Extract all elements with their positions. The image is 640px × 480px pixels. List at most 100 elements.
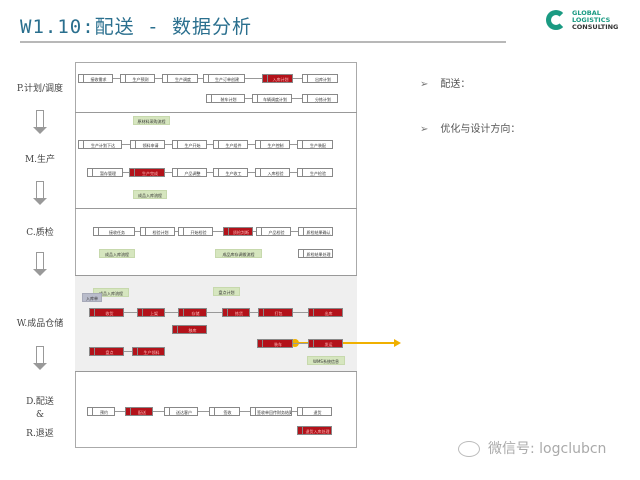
process-step-manufacturing[interactable]: 产品调整 (172, 167, 207, 177)
process-step-manufacturing[interactable]: 生产控制 (255, 139, 290, 149)
flow-connector (165, 312, 178, 313)
process-step-warehouse[interactable]: 存储 (178, 307, 207, 317)
process-step-quality[interactable]: 质检结果确认 (298, 226, 333, 236)
process-step-quality[interactable]: 开始检验 (178, 226, 213, 236)
process-step-manufacturing[interactable]: 生产收工 (213, 167, 248, 177)
process-step-delivery[interactable]: 送达客户 (164, 406, 198, 416)
flow-connector (293, 343, 308, 344)
flow-connector (253, 231, 256, 232)
process-step-manufacturing[interactable]: 领料申请 (130, 139, 165, 149)
process-step-delivery[interactable]: 退货入库处理 (297, 425, 332, 435)
flow-connector (213, 231, 223, 232)
down-arrow-icon (33, 110, 47, 134)
flow-connector (124, 312, 137, 313)
process-step-manufacturing[interactable]: 生产完成 (129, 167, 165, 177)
process-step-planning[interactable]: 接收需求 (78, 73, 113, 83)
process-step-planning[interactable]: 生产调度 (162, 73, 198, 83)
down-arrow-icon (33, 181, 47, 205)
process-step-warehouse[interactable]: 发运 (308, 338, 343, 348)
section-divider (75, 112, 357, 113)
process-step-planning[interactable]: 分拣计划 (302, 93, 338, 103)
process-step-quality[interactable]: 成品库存调拨流程 (215, 248, 262, 258)
flow-connector (123, 172, 129, 173)
process-step-warehouse[interactable]: 出库 (308, 307, 343, 317)
flow-connector (122, 144, 130, 145)
process-step-manufacturing[interactable]: 入库检验 (255, 167, 290, 177)
process-step-warehouse[interactable]: 生产领料 (132, 346, 165, 356)
process-step-quality[interactable]: 产品检验 (256, 226, 291, 236)
process-step-delivery[interactable]: 配送 (125, 406, 153, 416)
logo-text-line: LOGISTICS (572, 16, 611, 24)
process-step-manufacturing[interactable]: 生产计划下达 (78, 139, 122, 149)
stage-ampersand: & (35, 410, 44, 420)
process-step-warehouse[interactable]: 上架 (137, 307, 165, 317)
flow-connector (207, 144, 213, 145)
process-step-warehouse[interactable]: 打包 (258, 307, 293, 317)
flow-connector (245, 78, 262, 79)
section-divider (75, 208, 357, 209)
flow-connector (165, 144, 172, 145)
flow-connector (293, 78, 302, 79)
flow-connector (292, 98, 302, 99)
flow-connector (248, 144, 255, 145)
flow-connector (135, 231, 140, 232)
process-step-warehouse[interactable]: 盘点计划 (213, 286, 240, 296)
flow-connector (293, 312, 308, 313)
process-step-delivery[interactable]: 签收 (209, 406, 240, 416)
flow-connector (240, 411, 250, 412)
title-divider (20, 41, 506, 43)
process-step-planning[interactable]: 生产预测 (120, 73, 155, 83)
process-step-manufacturing[interactable]: 暂存管理 (87, 167, 123, 177)
flow-connector (207, 312, 222, 313)
logo-g-icon (546, 10, 566, 30)
process-step-planning[interactable]: 出库计划 (302, 73, 338, 83)
stage-quality: C.质检 (26, 228, 54, 238)
process-step-quality[interactable]: 成品入库流程 (99, 248, 135, 258)
process-step-warehouse[interactable]: 成品入库流程 (93, 287, 129, 297)
process-step-delivery[interactable]: 签收单回传财务结算 (250, 406, 292, 416)
watermark: 微信号: logclubcn (458, 438, 606, 458)
flow-connector (291, 231, 298, 232)
process-step-delivery[interactable]: 预约 (87, 406, 115, 416)
process-step-planning[interactable]: 装车计划 (206, 93, 245, 103)
process-step-planning[interactable]: 入库计划 (262, 73, 293, 83)
process-step-manufacturing[interactable]: 生产开始 (172, 139, 207, 149)
flow-connector (124, 351, 132, 352)
arrowhead-icon: ➢ (420, 124, 429, 135)
flow-connector (290, 144, 297, 145)
flow-connector (292, 411, 297, 412)
flow-connector (250, 312, 258, 313)
process-step-quality[interactable]: 质检判断 (223, 226, 253, 236)
process-step-quality[interactable]: 质检结果处理 (298, 248, 333, 258)
process-step-manufacturing[interactable]: 生产组件 (213, 139, 248, 149)
process-step-warehouse[interactable]: 装车 (257, 338, 293, 348)
process-step-manufacturing[interactable]: 成品入库流程 (133, 189, 167, 199)
wechat-icon (458, 441, 480, 457)
process-step-warehouse[interactable]: 入库单 (82, 292, 102, 302)
flow-connector (155, 78, 162, 79)
process-step-warehouse[interactable]: 收货 (89, 307, 124, 317)
process-step-planning[interactable]: 车辆调度计划 (252, 93, 292, 103)
flow-connector (113, 78, 120, 79)
flow-connector (153, 411, 164, 412)
watermark-text: 微信号: logclubcn (488, 441, 607, 457)
process-step-warehouse[interactable]: 盘点 (89, 346, 124, 356)
process-step-manufacturing[interactable]: 生产装配 (297, 139, 333, 149)
process-step-quality[interactable]: 接收任务 (93, 226, 135, 236)
arrowhead-icon: ➢ (420, 79, 429, 90)
process-step-quality[interactable]: 检验计划 (140, 226, 175, 236)
process-step-warehouse[interactable]: WMS系统信息 (307, 355, 345, 365)
process-step-warehouse[interactable]: 拣货 (222, 307, 250, 317)
process-step-manufacturing[interactable]: 生产检验 (297, 167, 333, 177)
process-step-planning[interactable]: 生产订单创建 (203, 73, 245, 83)
process-step-delivery[interactable]: 退货 (297, 406, 332, 416)
flow-connector (165, 172, 172, 173)
stage-returns: R.退返 (26, 429, 54, 439)
flow-connector (115, 411, 125, 412)
process-step-manufacturing[interactable]: 原材料采购流程 (133, 115, 170, 125)
process-step-warehouse[interactable]: 移库 (172, 324, 207, 334)
down-arrow-icon (33, 346, 47, 370)
bullet-optimization: ➢优化与设计方向： (420, 120, 520, 135)
flow-connector (207, 172, 213, 173)
